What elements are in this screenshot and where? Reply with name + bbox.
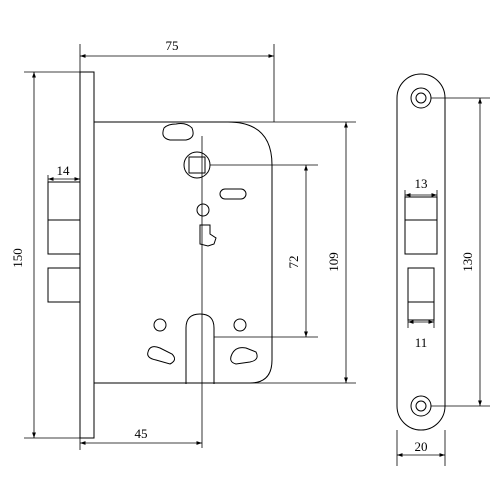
- latch-opening: [404, 196, 438, 255]
- dimension-45: 45: [79, 426, 202, 450]
- top-slot: [162, 123, 194, 141]
- label-11: 11: [415, 335, 428, 350]
- cylinder-cutout: [185, 313, 215, 384]
- bolt-opening: [407, 267, 435, 321]
- screw-hole-right: [233, 318, 247, 332]
- face-plate-screw-bottom: [410, 395, 432, 417]
- bottom-slot-left: [147, 346, 176, 365]
- label-130: 130: [460, 252, 475, 272]
- latch-lever: [199, 224, 217, 247]
- label-14: 14: [57, 163, 71, 178]
- dimension-109: 109: [228, 121, 356, 384]
- label-75: 75: [166, 38, 179, 53]
- dimension-130: 130: [431, 97, 490, 407]
- label-109: 109: [326, 252, 341, 272]
- dimension-72: 72: [210, 164, 318, 338]
- face-plate-screw-top: [410, 87, 432, 109]
- bottom-slot-right: [230, 347, 258, 365]
- handle-follower: [183, 151, 211, 179]
- dimension-11: 11: [407, 320, 435, 350]
- screw-hole-left: [153, 318, 167, 332]
- label-72: 72: [286, 256, 301, 269]
- lock-front-plate: [79, 71, 95, 439]
- label-150: 150: [10, 248, 25, 268]
- dimension-150: 150: [10, 71, 80, 439]
- small-hole: [196, 203, 210, 217]
- mounting-slot: [219, 188, 247, 200]
- face-plate: [396, 73, 446, 431]
- dimension-75: 75: [79, 38, 275, 122]
- label-45: 45: [135, 426, 148, 441]
- dimension-20: 20: [396, 430, 446, 466]
- latch-bolt: [47, 181, 81, 255]
- dead-bolt: [47, 267, 81, 303]
- dimension-14: 14: [47, 163, 80, 182]
- label-13: 13: [415, 176, 428, 191]
- dimension-13: 13: [404, 176, 438, 197]
- lock-case-body: [94, 121, 273, 384]
- label-20: 20: [415, 439, 428, 454]
